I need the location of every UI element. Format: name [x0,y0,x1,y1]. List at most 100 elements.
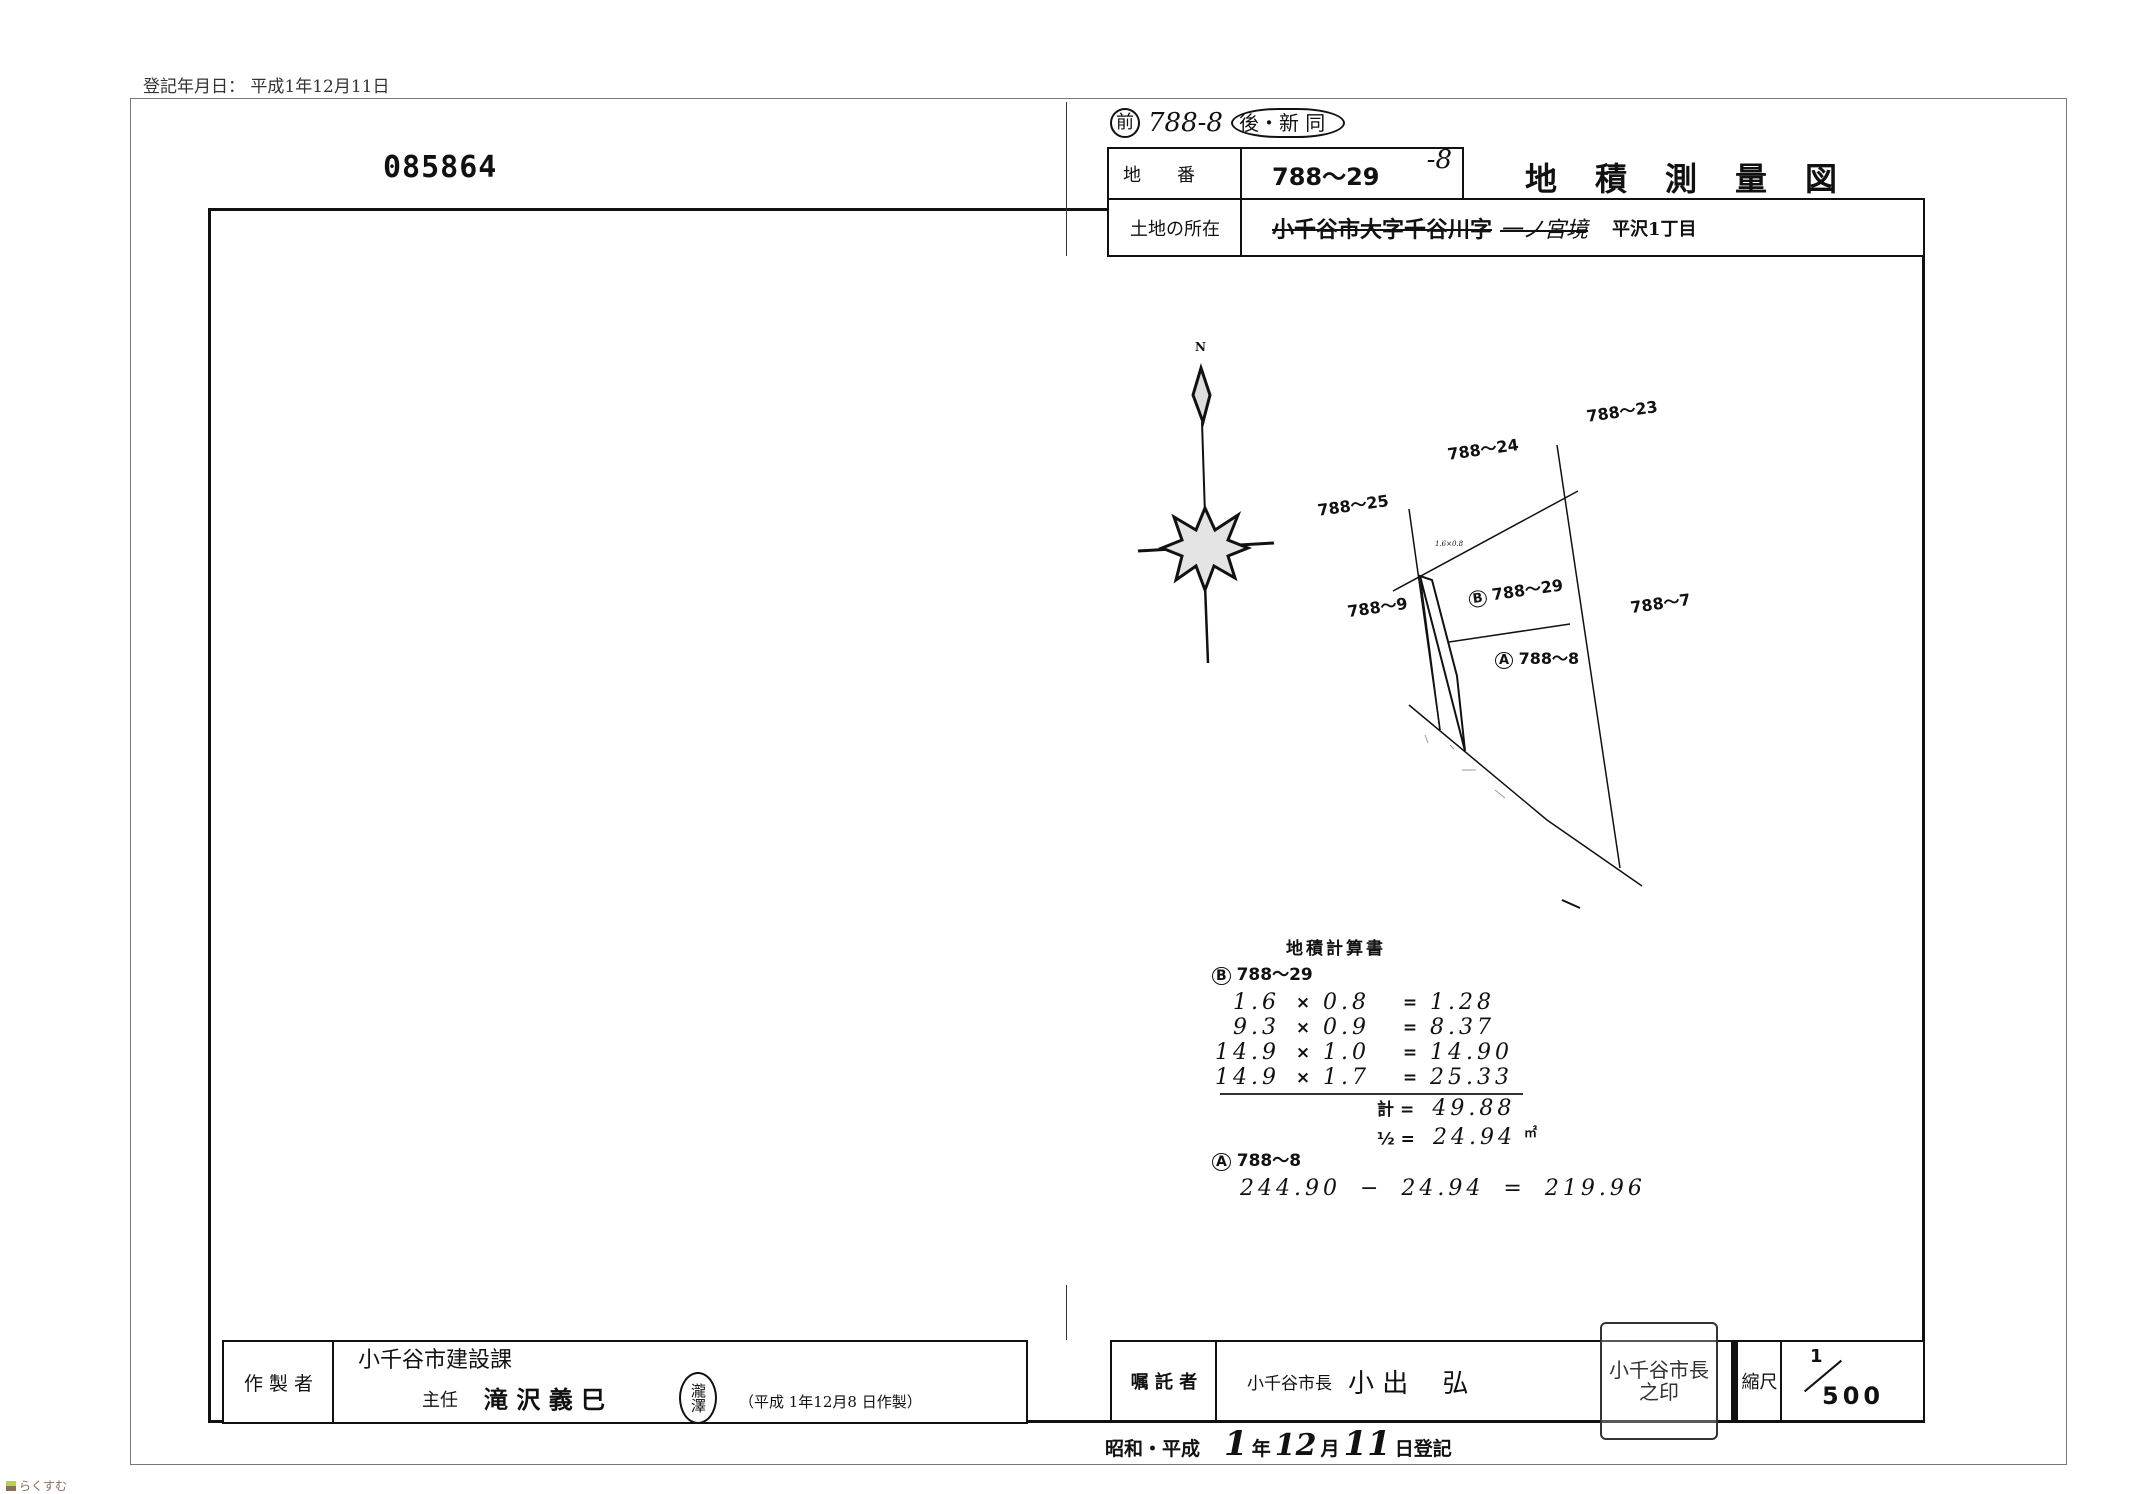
commissioner-name: 小 出 弘 [1348,1368,1469,1399]
final-minus: − [1359,1176,1383,1201]
fold-line [1066,102,1067,256]
calc-total: 計 = 49.88 [1377,1096,1516,1121]
lot-number-correction: -8 [1426,145,1452,175]
half-label: ½ [1377,1129,1395,1150]
location-correction: 平沢1丁目 [1612,218,1697,240]
lot-number-label-text: 地 番 [1123,165,1195,186]
maker-date: （平成 1年12月8 日作製） [739,1393,922,1411]
registration-month: 12 [1274,1428,1317,1463]
road-sketch [1424,734,1506,799]
calc-b-label: 788～29 [1236,965,1313,985]
house-icon [6,1480,16,1491]
lot-number-value: 788～29 -8 [1240,145,1464,201]
total-value: 49.88 [1432,1096,1516,1121]
dimension-note: 1.6×0.8 [1435,540,1464,548]
calc-cell-a: 14.9 [1215,1040,1280,1065]
final-v2: 24.94 [1401,1176,1485,1201]
calc-title: 地積計算書 [1286,939,1386,959]
scale-label-text: 縮尺 [1741,1372,1778,1393]
final-v1: 244.90 [1240,1176,1341,1201]
scale-denominator: 500 [1822,1382,1885,1410]
calc-cell-b: 0.9 [1323,1015,1370,1040]
before-mark: 前 [1110,108,1140,138]
before-lot: 788-8 [1148,108,1223,138]
maker-info: 小千谷市建設課 主任 滝 沢 義 巳 瀧澤 （平成 1年12月8 日作製） [332,1340,1028,1424]
registration-date-header: 登記年月日： 平成1年12月11日 [143,77,390,97]
footer-logo: らくすむ [6,1477,67,1494]
location-value: 小千谷市大字千谷川字 一ノ宮境 平沢1丁目 [1240,198,1925,257]
final-result: 219.96 [1544,1176,1646,1201]
lot-change-annotation: 前 788-8 後・新 同 [1110,108,1346,138]
calc-cell-op: × [1295,993,1311,1013]
calc-cell-b: 0.8 [1323,990,1370,1015]
calc-row: 14.9 × 1.7 = 25.33 [1205,1067,1535,1089]
after-mark: 後・新 同 [1230,108,1346,138]
calc-cell-op: × [1295,1018,1311,1038]
parcel-boundaries [1392,444,1643,909]
compass-icon [1137,363,1275,664]
commissioner-label-text: 嘱 託 者 [1130,1372,1198,1393]
scale-value: 1 500 [1780,1340,1925,1422]
calc-b-header: B 788～29 [1212,964,1313,987]
calc-a-header: A 788～8 [1212,1150,1301,1173]
registration-era: 昭和・平成 [1105,1438,1201,1460]
calc-row: 9.3 × 0.9 = 8.37 [1205,1017,1535,1039]
maker-org: 小千谷市建設課 [358,1348,513,1373]
location-text: 小千谷市大字千谷川字 一ノ宮境 平沢1丁目 [1272,212,1697,244]
registration-line: 昭和・平成 1 年 12 月 11 日登記 [1105,1426,1452,1467]
footer-logo-text: らくすむ [19,1479,68,1493]
calc-final: 244.90 − 24.94 = 219.96 [1240,1178,1646,1200]
parcel-a-text: 788～8 [1518,649,1580,668]
calc-cell-a: 9.3 [1233,1015,1280,1040]
official-seal-stamp: 小千谷市長之印 [1600,1322,1718,1440]
calc-cell-r: 25.33 [1430,1065,1513,1090]
calc-row: 14.9 × 1.0 = 14.90 [1205,1042,1535,1064]
parcel-a-label: A 788～8 [1495,645,1579,669]
calc-half: ½ = 24.94 ㎡ [1377,1125,1537,1151]
half-value: 24.94 [1432,1125,1516,1151]
parcel-b-mark: B [1467,589,1488,609]
document-number: 085864 [383,150,498,185]
total-label: 計 [1377,1100,1394,1120]
document-title: 地積測量図 [1525,160,1876,198]
calc-cell-b: 1.7 [1323,1065,1370,1090]
calc-row: 1.6×0.8=1.28 [1205,992,1535,1014]
unit-mark: ㎡ [1523,1126,1537,1141]
calc-a-label: 788～8 [1236,1151,1302,1171]
calc-cell-eq: = [1402,993,1418,1013]
scale-label: 縮尺 [1733,1340,1783,1422]
calc-cell-eq: = [1402,1018,1418,1038]
calc-cell-eq: = [1402,1043,1418,1063]
calc-cell-op: × [1295,1043,1311,1063]
calc-cell-b: 1.0 [1323,1040,1370,1065]
calc-cell-r: 8.37 [1430,1015,1495,1040]
north-label: N [1195,340,1206,354]
registration-month-suffix: 月 [1320,1438,1340,1460]
calc-cell-a: 14.9 [1215,1065,1280,1090]
final-eq: = [1503,1176,1526,1201]
scale-numerator: 1 [1810,1346,1823,1367]
location-label-text: 土地の所在 [1130,218,1220,240]
calc-cell-r: 14.90 [1430,1040,1513,1065]
calc-cell-op: × [1295,1068,1311,1088]
calc-cell-eq: = [1402,1068,1418,1088]
commissioner-label: 嘱 託 者 [1110,1340,1218,1422]
calc-underline [1220,1093,1523,1095]
commissioner-info: 小千谷市長 小 出 弘 [1215,1340,1733,1422]
maker-name: 滝 沢 義 巳 [484,1385,606,1414]
commissioner-title: 小千谷市長 [1247,1373,1332,1394]
lot-number-text: 788～29 [1272,162,1380,191]
location-original: 小千谷市大字千谷川字 [1272,216,1493,243]
location-struck-suffix: 一ノ宮境 [1500,217,1589,243]
registration-day: 11 [1343,1424,1391,1464]
parcel-a-mark: A [1495,652,1514,669]
calc-cell-r: 1.28 [1430,990,1495,1015]
registration-suffix: 日登記 [1394,1438,1452,1460]
registration-year: 1 [1224,1424,1248,1464]
maker-seal: 瀧澤 [679,1372,717,1424]
maker-label-text: 作 製 者 [243,1372,314,1395]
maker-label: 作 製 者 [222,1340,335,1424]
calc-a-mark: A [1212,1153,1231,1171]
calc-b-mark: B [1212,967,1231,985]
